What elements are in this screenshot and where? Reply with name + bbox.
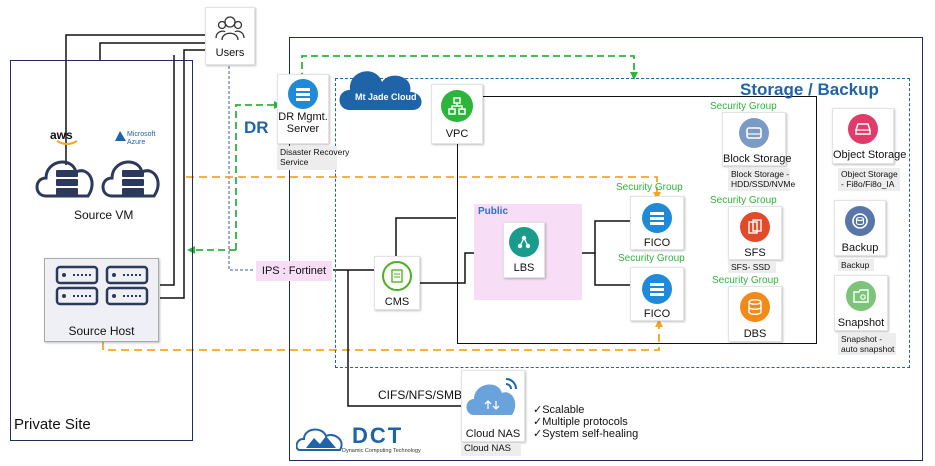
line-dr-top <box>301 55 635 80</box>
cloud-nas-label: Cloud NAS <box>465 428 521 440</box>
dbs-security-group: Security Group <box>712 275 779 286</box>
fico2-node[interactable]: FICO <box>630 267 684 321</box>
aws-logo: aws <box>50 128 73 142</box>
dct-logo-icon <box>296 428 343 451</box>
fico2-server-icon <box>642 274 672 304</box>
public-label: Public <box>478 206 509 217</box>
fico1-security-group: Security Group <box>616 182 683 193</box>
cifs-nfs-smb-label: CIFS/NFS/SMB <box>378 388 463 402</box>
line-host-fico <box>102 326 660 351</box>
backup-icon <box>845 206 875 236</box>
dbs-label: DBS <box>743 328 767 340</box>
ips-fortinet-box[interactable]: IPS : Fortinet <box>256 261 332 281</box>
users-icon <box>215 16 245 41</box>
sfs-label: SFS <box>744 247 766 259</box>
cloud-region-boundary <box>289 37 923 461</box>
dr-service-label: Disaster Recovery Service <box>277 146 349 170</box>
object-storage-icon <box>848 114 878 144</box>
dr-server-label: DR Mgmt. Server <box>278 111 328 135</box>
block-storage-label: Block Storage <box>723 153 792 165</box>
lbs-label: LBS <box>513 262 535 274</box>
dbs-node[interactable]: DBS <box>728 286 782 342</box>
database-icon <box>740 292 770 322</box>
feature-item: ✓Multiple protocols <box>533 416 628 428</box>
line-users-ips <box>228 66 255 271</box>
features-list: ✓Scalable ✓Multiple protocols ✓System se… <box>533 404 638 440</box>
fico1-server-icon <box>642 203 672 233</box>
dr-label: DR <box>244 118 269 137</box>
lbs-node[interactable]: LBS <box>503 222 545 278</box>
network-icon <box>441 90 473 122</box>
vpc-node[interactable]: VPC <box>431 84 483 144</box>
fico1-label: FICO <box>643 237 671 249</box>
block-storage-security-group: Security Group <box>710 101 777 112</box>
dr-server-icon <box>288 79 318 109</box>
block-storage-node[interactable]: Block Storage <box>722 112 792 166</box>
line-ips-nas <box>347 270 461 407</box>
users-label: Users <box>215 47 245 59</box>
cloud-nas-node[interactable]: Cloud NAS <box>461 370 525 442</box>
fico2-security-group: Security Group <box>618 253 685 264</box>
load-balancer-icon <box>509 227 539 257</box>
azure-cloud-server-icon <box>101 160 160 198</box>
vpc-label: VPC <box>445 128 469 140</box>
source-host-label: Source Host <box>68 324 135 338</box>
snapshot-label: Snapshot <box>837 317 885 329</box>
line-users-aws <box>65 34 206 165</box>
cloud-nas-icon <box>466 378 517 415</box>
vpc-boundary <box>457 96 817 344</box>
cms-document-icon <box>382 261 412 291</box>
fico1-node[interactable]: FICO <box>630 196 684 250</box>
cms-node[interactable]: CMS <box>374 256 420 310</box>
dr-mgmt-server-node[interactable]: DR Mgmt. Server <box>277 74 329 144</box>
object-storage-node[interactable]: Object Storage <box>832 108 907 164</box>
cms-label: CMS <box>384 296 410 308</box>
fico2-label: FICO <box>643 308 671 320</box>
source-host-node[interactable]: Source Host <box>44 258 159 342</box>
sfs-files-icon <box>740 212 770 242</box>
storage-backup-title: Storage / Backup <box>740 80 879 99</box>
line-users-azure <box>99 42 206 60</box>
source-vm-label: Source VM <box>74 208 134 222</box>
sfs-sub: SFS- SSD <box>728 261 776 273</box>
sfs-security-group: Security Group <box>710 195 777 206</box>
mtjade-cloud-icon <box>339 71 422 110</box>
snapshot-node[interactable]: Snapshot <box>834 275 888 331</box>
line-dr-to-server <box>235 104 274 250</box>
dct-logo-subtext: Dynamic Computing Technology <box>342 448 421 454</box>
cloud-nas-sub: Cloud NAS <box>461 443 521 456</box>
snapshot-sub: Snapshot - auto snapshot <box>838 333 896 355</box>
storage-backup-boundary <box>335 78 910 368</box>
object-storage-label: Object Storage <box>833 149 907 161</box>
object-storage-sub: Object Storage - Fi8o/Fi8o_IA <box>838 168 900 191</box>
line-cms-vpc <box>395 217 456 256</box>
line-vm-fico <box>186 176 658 193</box>
dct-logo-text: DCT <box>352 423 404 448</box>
line-host-users <box>160 55 175 286</box>
backup-node[interactable]: Backup <box>834 200 886 256</box>
line-lbs-fico2 <box>594 253 630 286</box>
private-site-label: Private Site <box>14 416 91 433</box>
feature-item: ✓Scalable <box>533 404 585 416</box>
aws-cloud-server-icon <box>35 160 94 198</box>
block-storage-sub: Block Storage - HDD/SSD/NVMe <box>728 168 795 191</box>
feature-item: ✓System self-healing <box>533 428 639 440</box>
backup-label: Backup <box>841 242 879 254</box>
block-storage-icon <box>739 118 769 148</box>
sfs-node[interactable]: SFS <box>728 206 782 260</box>
backup-sub: Backup <box>838 259 874 271</box>
mtjade-label: Mt Jade Cloud <box>355 92 417 102</box>
snapshot-icon <box>846 281 876 311</box>
users-node[interactable]: Users <box>205 7 255 65</box>
azure-icon <box>115 131 126 141</box>
azure-logo: Microsoft Azure <box>127 131 156 146</box>
private-site-boundary <box>10 60 193 441</box>
aws-smile-icon <box>56 140 78 145</box>
line-users-host <box>160 49 206 299</box>
server-rack-icon <box>55 265 149 306</box>
